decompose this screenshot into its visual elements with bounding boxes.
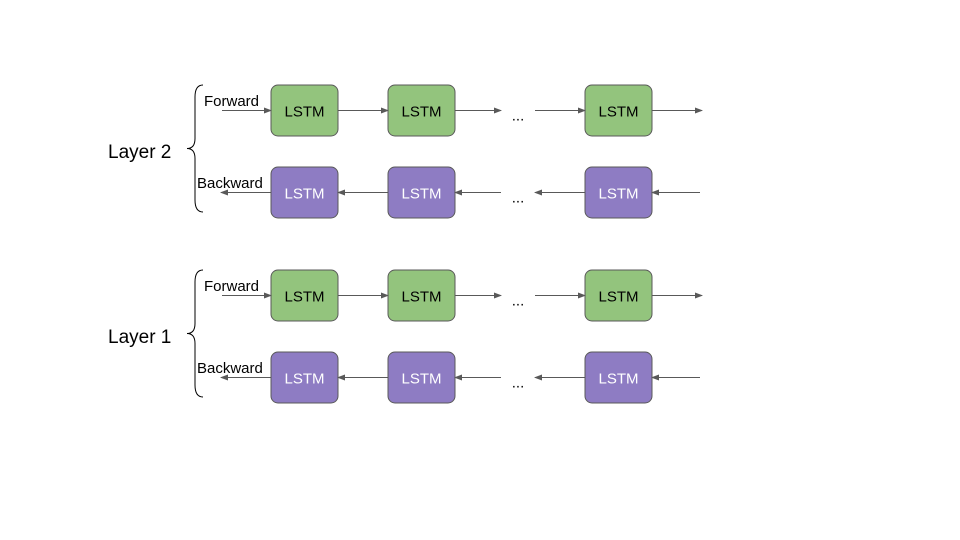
- backward-label: Backward: [197, 360, 263, 377]
- lstm-cell-label: LSTM: [401, 289, 441, 306]
- lstm-cell-label: LSTM: [284, 371, 324, 388]
- forward-label: Forward: [204, 93, 259, 110]
- lstm-cell-label: LSTM: [401, 371, 441, 388]
- curly-brace: [186, 269, 204, 398]
- ellipsis: ...: [512, 108, 525, 125]
- backward-label: Backward: [197, 175, 263, 192]
- forward-label: Forward: [204, 278, 259, 295]
- lstm-cell-label: LSTM: [401, 104, 441, 121]
- ellipsis: ...: [512, 375, 525, 392]
- lstm-cell-label: LSTM: [598, 186, 638, 203]
- layer-label: Layer 1: [108, 327, 171, 348]
- curly-brace: [186, 84, 204, 213]
- ellipsis: ...: [512, 293, 525, 310]
- lstm-cell-label: LSTM: [284, 289, 324, 306]
- layer-label: Layer 2: [108, 142, 171, 163]
- lstm-cell-label: LSTM: [284, 186, 324, 203]
- lstm-cell-label: LSTM: [284, 104, 324, 121]
- lstm-cell-label: LSTM: [598, 289, 638, 306]
- lstm-cell-label: LSTM: [401, 186, 441, 203]
- lstm-cell-label: LSTM: [598, 104, 638, 121]
- ellipsis: ...: [512, 190, 525, 207]
- lstm-cell-label: LSTM: [598, 371, 638, 388]
